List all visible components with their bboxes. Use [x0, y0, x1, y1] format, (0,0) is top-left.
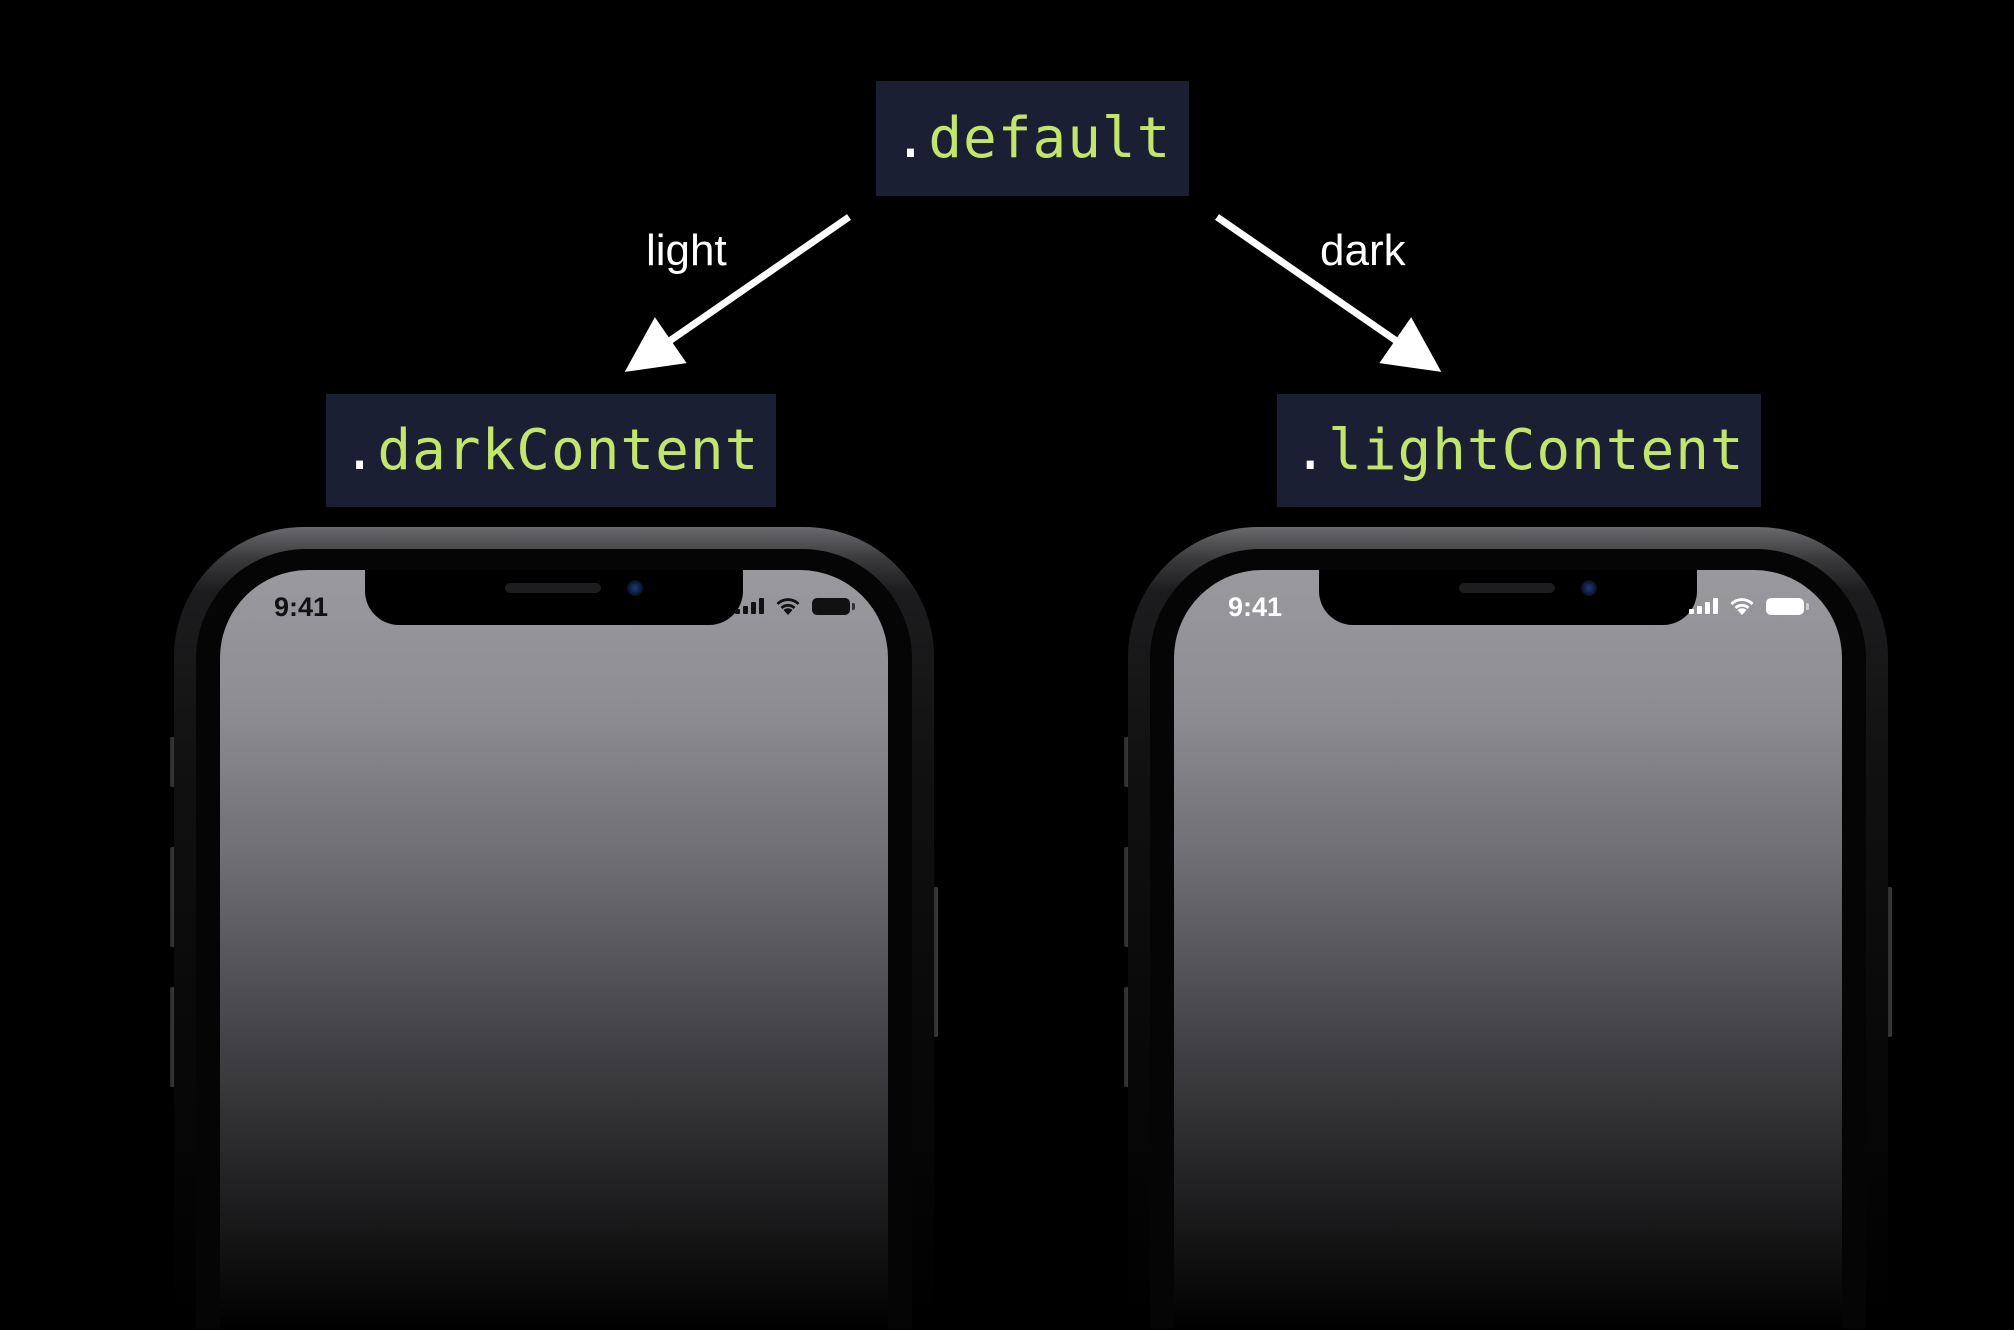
edge-label-light: light	[646, 226, 727, 275]
status-time: 9:41	[1228, 592, 1283, 622]
cellular-signal-icon	[735, 598, 764, 614]
camera-icon	[627, 580, 643, 596]
notch	[365, 570, 743, 625]
mute-switch	[170, 737, 175, 787]
battery-icon	[1766, 597, 1809, 615]
default-style-box: .default	[876, 81, 1189, 196]
default-style-label: .default	[893, 106, 1172, 171]
status-icons	[1689, 596, 1809, 616]
dark-content-style-box: .darkContent	[326, 394, 776, 507]
status-icons	[735, 596, 855, 616]
battery-icon	[812, 597, 855, 615]
speaker-grille	[1459, 583, 1555, 593]
phone-dark-content: 9:41	[170, 527, 938, 1330]
volume-down-button	[170, 987, 175, 1087]
wifi-icon	[776, 598, 800, 615]
phone-screen: 9:41	[220, 570, 888, 1330]
phone-screen: 9:41	[1174, 570, 1842, 1330]
mute-switch	[1124, 737, 1129, 787]
notch	[1319, 570, 1697, 625]
volume-up-button	[170, 847, 175, 947]
cellular-signal-icon	[1689, 598, 1718, 614]
light-content-style-box: .lightContent	[1277, 394, 1761, 507]
side-button	[933, 887, 938, 1037]
volume-up-button	[1124, 847, 1129, 947]
dark-content-style-label: .darkContent	[342, 418, 760, 483]
volume-down-button	[1124, 987, 1129, 1087]
edge-label-dark: dark	[1320, 226, 1406, 275]
side-button	[1887, 887, 1892, 1037]
light-content-style-label: .lightContent	[1293, 418, 1745, 483]
wifi-icon	[1730, 598, 1754, 615]
speaker-grille	[505, 583, 601, 593]
camera-icon	[1581, 580, 1597, 596]
phone-light-content: 9:41	[1124, 527, 1892, 1330]
status-time: 9:41	[274, 592, 329, 622]
